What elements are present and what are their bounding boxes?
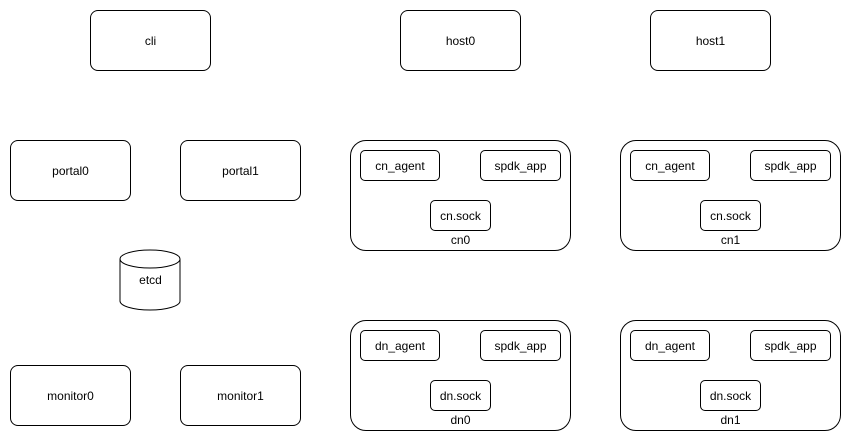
cn1-spdk-app-label: spdk_app xyxy=(764,158,817,173)
dn1-sock-label: dn.sock xyxy=(709,388,752,403)
dn1-agent[interactable]: dn_agent xyxy=(630,330,710,361)
monitor0-node[interactable]: monitor0 xyxy=(10,365,131,426)
monitor0-label: monitor0 xyxy=(47,388,94,403)
portal0-node[interactable]: portal0 xyxy=(10,140,131,201)
dn0-spdk-app-label: spdk_app xyxy=(494,338,547,353)
cli-label: cli xyxy=(144,33,157,48)
cn1-label: cn1 xyxy=(720,233,741,247)
host1-label: host1 xyxy=(695,33,726,48)
cn0-label: cn0 xyxy=(450,233,471,247)
cn0-spdk-app-label: spdk_app xyxy=(494,158,547,173)
dn1-label: dn1 xyxy=(720,413,741,427)
dn1-spdk-app-label: spdk_app xyxy=(764,338,817,353)
dn1-group[interactable]: dn_agent spdk_app dn.sock dn1 xyxy=(620,320,841,431)
cn1-agent[interactable]: cn_agent xyxy=(630,150,710,181)
dn0-sock-label: dn.sock xyxy=(439,388,482,403)
cn1-sock[interactable]: cn.sock xyxy=(700,200,761,231)
portal1-node[interactable]: portal1 xyxy=(180,140,301,201)
dn1-sock[interactable]: dn.sock xyxy=(700,380,761,411)
cn0-sock[interactable]: cn.sock xyxy=(430,200,491,231)
monitor1-node[interactable]: monitor1 xyxy=(180,365,301,426)
cn0-agent[interactable]: cn_agent xyxy=(360,150,440,181)
portal1-label: portal1 xyxy=(222,163,259,178)
dn0-agent-label: dn_agent xyxy=(374,338,426,353)
cn1-sock-label: cn.sock xyxy=(710,208,751,223)
dn0-label: dn0 xyxy=(450,413,471,427)
cn0-agent-label: cn_agent xyxy=(375,158,425,173)
etcd-label: etcd xyxy=(139,273,162,287)
dn1-spdk-app[interactable]: spdk_app xyxy=(750,330,831,361)
dn1-agent-label: dn_agent xyxy=(644,338,696,353)
dn0-spdk-app[interactable]: spdk_app xyxy=(480,330,561,361)
host0-node[interactable]: host0 xyxy=(400,10,521,71)
dn0-sock[interactable]: dn.sock xyxy=(430,380,491,411)
cn1-spdk-app[interactable]: spdk_app xyxy=(750,150,831,181)
cn0-spdk-app[interactable]: spdk_app xyxy=(480,150,561,181)
portal0-label: portal0 xyxy=(52,163,89,178)
monitor1-label: monitor1 xyxy=(217,388,264,403)
cn1-agent-label: cn_agent xyxy=(645,158,695,173)
cli-node[interactable]: cli xyxy=(90,10,211,71)
database-icon xyxy=(119,249,181,311)
etcd-node[interactable]: etcd xyxy=(119,249,182,312)
cn1-group[interactable]: cn_agent spdk_app cn.sock cn1 xyxy=(620,140,841,251)
dn0-group[interactable]: dn_agent spdk_app dn.sock dn0 xyxy=(350,320,571,431)
cn0-sock-label: cn.sock xyxy=(440,208,481,223)
host1-node[interactable]: host1 xyxy=(650,10,771,71)
cn0-group[interactable]: cn_agent spdk_app cn.sock cn0 xyxy=(350,140,571,251)
host0-label: host0 xyxy=(445,33,476,48)
dn0-agent[interactable]: dn_agent xyxy=(360,330,440,361)
